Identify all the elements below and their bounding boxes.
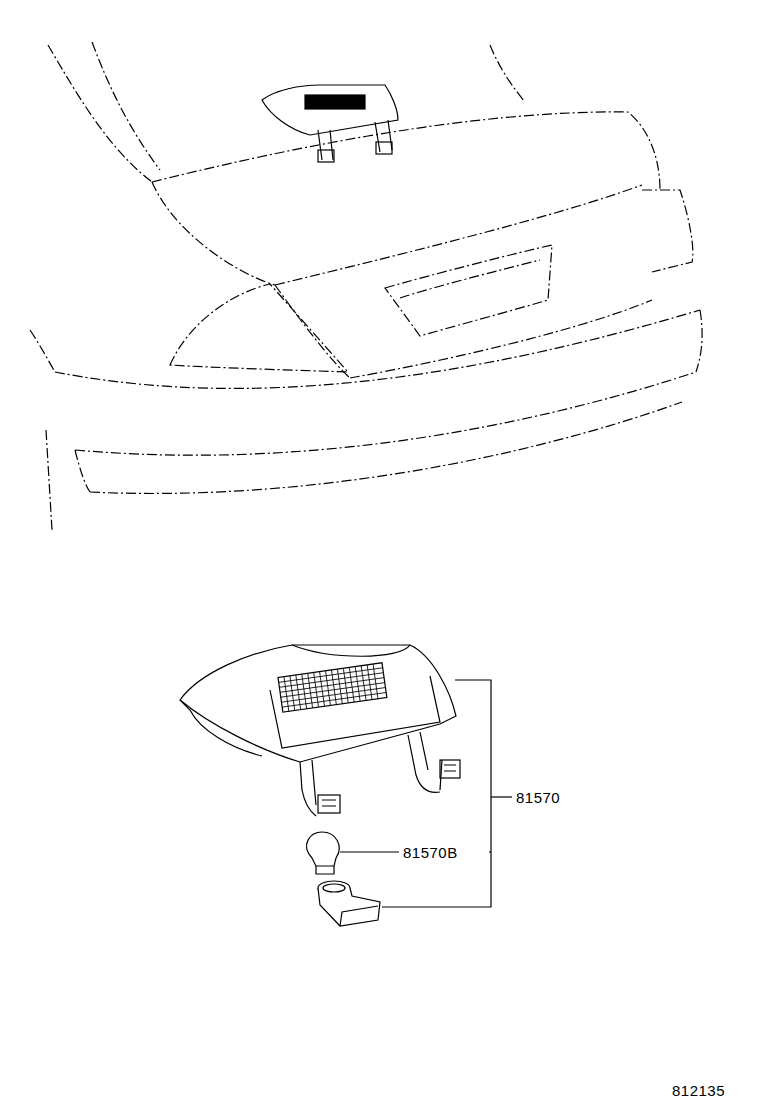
- small-stop-lamp: [262, 85, 398, 162]
- figure-number: 812135: [672, 1083, 725, 1098]
- car-outline: [30, 42, 702, 530]
- high-mount-stop-lamp: [180, 645, 460, 816]
- socket: [318, 881, 380, 926]
- callout-number: 81570: [516, 790, 560, 805]
- callout-number: 81570B: [403, 845, 458, 860]
- bulb: [307, 832, 340, 874]
- leader-lines: [340, 680, 512, 907]
